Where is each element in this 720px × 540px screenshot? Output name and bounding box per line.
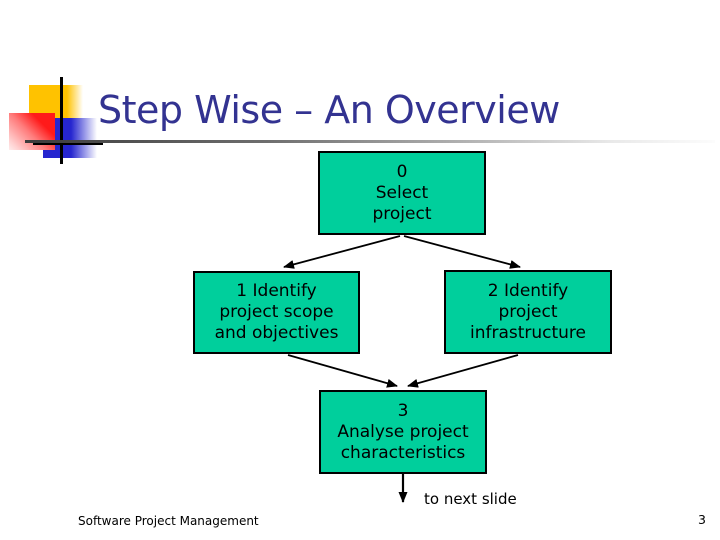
decoration-vertical-line	[60, 77, 63, 164]
arrow-2-to-3	[407, 354, 519, 388]
flowchart-node-identify-scope: 1 Identify project scope and objectives	[193, 271, 360, 354]
node-line: Analyse project	[337, 421, 469, 442]
footer-course-name: Software Project Management	[78, 514, 259, 528]
arrow-1-to-3	[287, 354, 398, 388]
node-line: infrastructure	[469, 322, 587, 343]
node-line: characteristics	[340, 442, 466, 463]
node-line: and objectives	[214, 323, 339, 343]
flowchart-node-analyse-characteristics: 3 Analyse project characteristics	[319, 390, 487, 474]
arrow-0-to-2	[403, 235, 521, 269]
node-line: 2 Identify	[487, 280, 569, 301]
node-line: 0	[396, 161, 408, 182]
to-next-slide-note: to next slide	[424, 490, 517, 508]
flowchart-node-select-project: 0 Select project	[318, 151, 486, 235]
node-line: 1 Identify	[236, 281, 317, 301]
node-line: project	[372, 203, 432, 224]
arrow-0-to-1	[283, 235, 401, 269]
title-underline-rule	[25, 140, 715, 143]
node-line: Select	[375, 182, 429, 203]
decoration-yellow-square	[29, 85, 83, 118]
slide-page-number: 3	[698, 512, 706, 527]
node-line: project scope	[219, 302, 334, 322]
slide-title: Step Wise – An Overview	[98, 88, 560, 132]
node-line: 3	[397, 400, 409, 421]
node-line: project	[498, 301, 558, 322]
decoration-horizontal-line	[33, 141, 103, 145]
flowchart-node-identify-infrastructure: 2 Identify project infrastructure	[444, 270, 612, 354]
